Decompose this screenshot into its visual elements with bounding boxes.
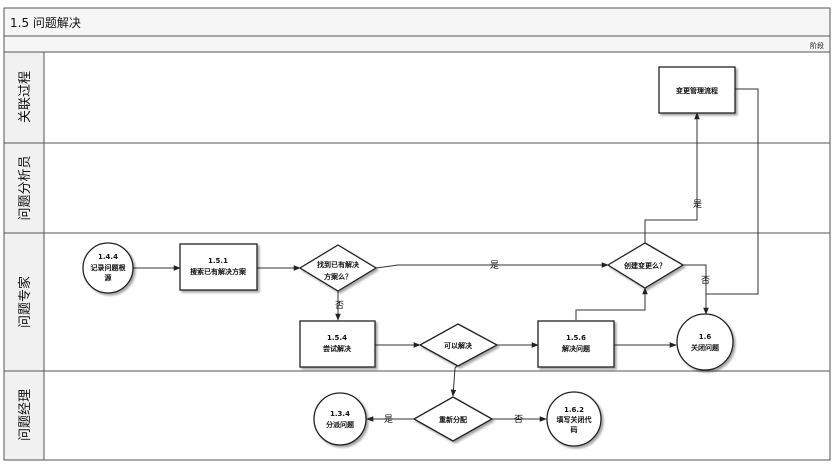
edge-label-found-yes: 是 — [490, 260, 499, 271]
decision-found-label-cont: 方案么？ — [324, 272, 352, 281]
node-1-4-4-id: 1.4.4 — [98, 253, 118, 261]
decision-create-change-label: 创建变更么？ — [623, 261, 666, 270]
stage-bar — [3, 35, 831, 53]
lane-header-column — [3, 51, 45, 461]
decision-can-solve-label: 可以解决 — [444, 341, 473, 350]
node-1-5-6-label: 解决问题 — [562, 344, 591, 353]
decision-found-solution: 找到已有解决 方案么？ — [298, 244, 378, 292]
node-1-4-4-label-cont: 源 — [105, 273, 112, 282]
edge-found-yes — [375, 262, 609, 269]
diagram-title: 1.5 问题解决 — [10, 16, 81, 30]
edge-label-reassign-no: 否 — [514, 414, 523, 425]
node-1-5-4-id: 1.5.4 — [327, 334, 347, 342]
node-1-6-id: 1.6 — [699, 333, 712, 341]
decision-reassign-label: 重新分配 — [439, 415, 467, 424]
node-change-management-process: 变更管理流程 — [658, 66, 736, 114]
node-1-6-2-label: 填写关闭代 — [557, 415, 592, 424]
node-1-5-6: 1.5.6 解决问题 — [537, 320, 615, 368]
edge-label-change-yes: 是 — [693, 199, 702, 210]
node-1-5-1-id: 1.5.1 — [208, 257, 228, 265]
node-1-6-2-id: 1.6.2 — [564, 406, 584, 414]
decision-can-solve: 可以解决 — [418, 323, 499, 367]
edge-change-no — [683, 264, 709, 315]
node-1-6-label: 关闭问题 — [691, 343, 720, 352]
edge-label-change-no: 否 — [701, 275, 710, 286]
decision-reassign: 重新分配 — [412, 396, 494, 442]
lane-label-problem-analyst: 问题分析员 — [18, 155, 33, 220]
node-1-3-4: 1.3.4 分派问题 — [313, 392, 367, 446]
node-1-6-2-label-cont: 码 — [571, 426, 578, 434]
node-1-5-1: 1.5.1 搜索已有解决方案 — [179, 243, 258, 291]
node-1-4-4-label: 记录问题根 — [91, 263, 126, 272]
node-1-6: 1.6 关闭问题 — [676, 313, 734, 371]
node-1-3-4-id: 1.3.4 — [330, 410, 350, 418]
node-1-3-4-label: 分派问题 — [326, 420, 355, 429]
node-1-6-2: 1.6.2 填写关闭代 码 — [546, 391, 602, 447]
edge-156-to-change — [575, 287, 648, 320]
change-management-label: 变更管理流程 — [676, 86, 718, 95]
stage-label: 阶段 — [810, 41, 824, 50]
edge-changemgmt-to-16 — [706, 88, 759, 295]
node-1-5-6-id: 1.5.6 — [566, 334, 586, 342]
edge-change-yes — [644, 112, 700, 243]
edge-label-reassign-yes: 是 — [384, 414, 393, 425]
lane-label-problem-expert: 问题专家 — [17, 276, 33, 328]
title-bar — [3, 7, 831, 37]
decision-create-change: 创建变更么？ — [606, 242, 685, 289]
node-1-5-4: 1.5.4 尝试解决 — [299, 320, 376, 368]
node-1-5-1-label: 搜索已有解决方案 — [190, 267, 247, 276]
node-1-5-4-label: 尝试解决 — [323, 344, 352, 353]
edge-label-found-no: 否 — [335, 300, 344, 311]
decision-found-label: 找到已有解决 — [317, 260, 360, 269]
node-1-4-4: 1.4.4 记录问题根 源 — [82, 242, 134, 294]
lane-label-related-process: 关联过程 — [18, 71, 33, 123]
lane-label-problem-manager: 问题经理 — [18, 389, 33, 441]
